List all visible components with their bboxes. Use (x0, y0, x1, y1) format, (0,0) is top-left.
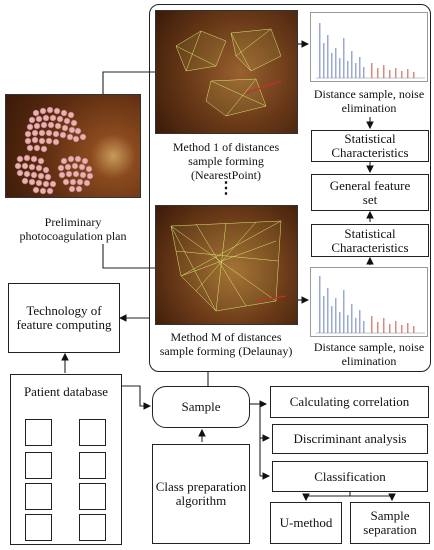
record-6 (79, 483, 106, 510)
classification: Classification (272, 461, 428, 492)
method-frame (149, 4, 431, 372)
class-preparation-algorithm: Class preparation algorithm (152, 444, 250, 544)
u-method: U-method (270, 502, 342, 544)
general-feature-set: General feature set (311, 174, 429, 211)
patient-database-label: Patient database (23, 384, 109, 399)
preliminary-plan-label: Preliminary photocoagulation plan (19, 215, 127, 243)
methodM-image (155, 205, 298, 325)
patient-database: Patient database (10, 374, 122, 545)
method1-image (155, 10, 298, 134)
calculating-correlation: Calculating correlation (270, 386, 429, 418)
sample-separation: Sample separation (350, 502, 430, 544)
discriminant-analysis: Discriminant analysis (272, 424, 428, 454)
record-5 (25, 483, 52, 510)
methodM-label: Method M of distances sample forming (De… (159, 330, 293, 358)
distance-sample-M-label: Distance sample, noise elimination (313, 340, 425, 368)
distance-chart-M (310, 267, 428, 337)
ellipsis-dots: ⋮ (218, 180, 234, 197)
statistical-characteristics-2: Statistical Characteristics (311, 224, 429, 257)
record-1 (25, 419, 52, 446)
distance-sample-1-label: Distance sample, noise elimination (313, 87, 425, 115)
record-3 (25, 452, 52, 479)
preliminary-plan-image (5, 94, 141, 198)
distance-chart-1 (310, 12, 428, 82)
method1-label: Method 1 of distances sample forming (Ne… (172, 140, 280, 182)
technology-feature-computing: Technology of feature computing (8, 283, 120, 353)
record-4 (79, 452, 106, 479)
sample-node: Sample (152, 386, 250, 428)
statistical-characteristics-1: Statistical Characteristics (311, 130, 429, 162)
record-8 (79, 514, 106, 541)
record-7 (25, 514, 52, 541)
record-2 (79, 419, 106, 446)
